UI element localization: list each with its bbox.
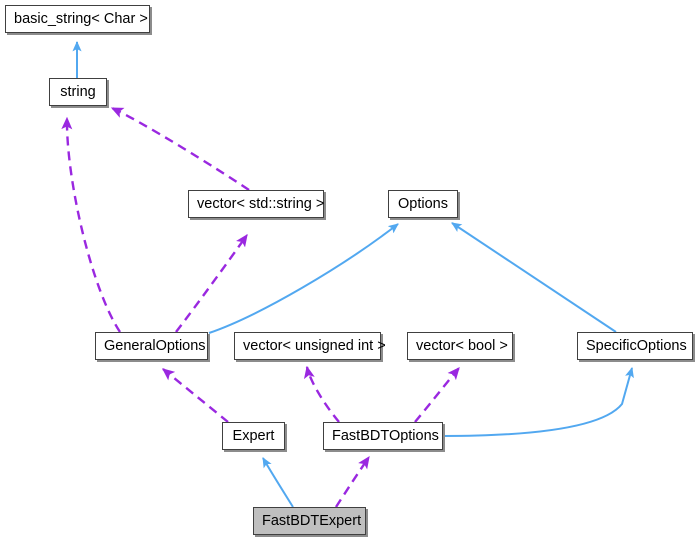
class-node-specific_options[interactable]: SpecificOptions <box>577 332 693 360</box>
edge-specific_options-to-options <box>451 222 617 333</box>
class-node-label: Options <box>398 196 448 212</box>
edge-general_options-to-string <box>61 116 121 333</box>
class-node-fastbdt_expert[interactable]: FastBDTExpert <box>253 507 366 535</box>
class-node-fastbdt_options[interactable]: FastBDTOptions <box>323 422 443 450</box>
edge-vector_string-to-string <box>110 106 250 191</box>
class-node-label: string <box>60 84 96 100</box>
class-node-expert[interactable]: Expert <box>222 422 285 450</box>
class-node-label: vector< std::string > <box>197 196 325 212</box>
class-node-label: vector< bool > <box>416 338 508 354</box>
class-node-options[interactable]: Options <box>388 190 458 218</box>
class-node-vector_string[interactable]: vector< std::string > <box>188 190 324 218</box>
class-node-label: FastBDTOptions <box>332 428 439 444</box>
edge-general_options-to-vector_string <box>175 233 248 333</box>
edge-fastbdt_expert-to-expert <box>262 457 294 508</box>
edge-fastbdt_options-to-vector_uint <box>303 365 340 423</box>
class-node-label: basic_string< Char > <box>14 11 148 27</box>
class-node-label: FastBDTExpert <box>262 513 362 529</box>
class-node-string[interactable]: string <box>49 78 107 106</box>
class-node-label: Expert <box>232 428 275 444</box>
class-node-vector_bool[interactable]: vector< bool > <box>407 332 513 360</box>
class-node-label: vector< unsigned int > <box>243 338 386 354</box>
edge-fastbdt_options-to-specific_options <box>442 366 634 437</box>
class-node-basic_string[interactable]: basic_string< Char > <box>5 5 150 33</box>
edge-fastbdt_expert-to-fastbdt_options <box>334 455 370 508</box>
class-node-label: SpecificOptions <box>586 338 687 354</box>
edge-expert-to-general_options <box>162 368 229 423</box>
edge-fastbdt_options-to-vector_bool <box>414 367 460 423</box>
edge-general_options-to-options <box>208 223 399 334</box>
class-node-vector_uint[interactable]: vector< unsigned int > <box>234 332 386 360</box>
class-node-general_options[interactable]: GeneralOptions <box>95 332 208 360</box>
class-node-label: GeneralOptions <box>104 338 206 354</box>
